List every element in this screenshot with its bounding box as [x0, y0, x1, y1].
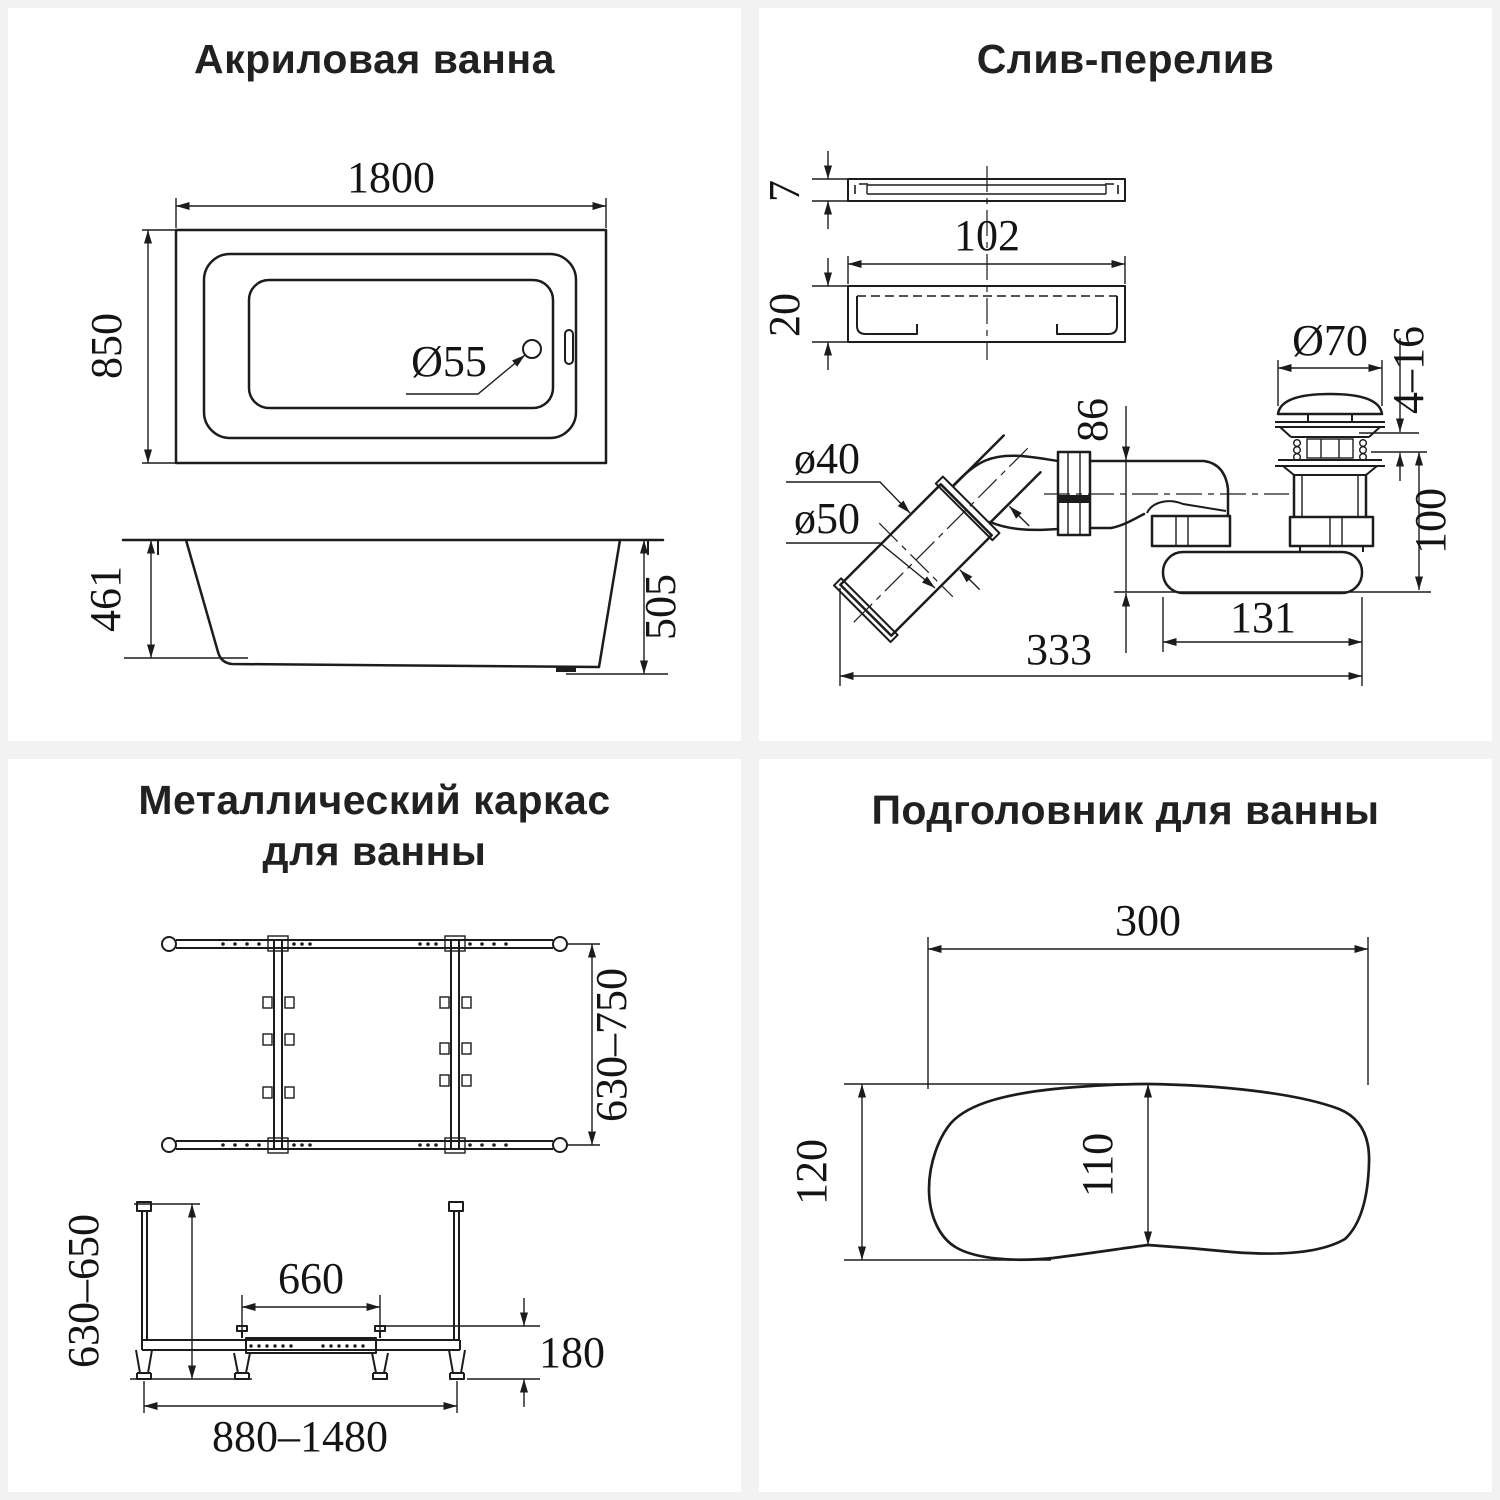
drain-leader-line: [406, 354, 526, 395]
dim-plate-height-group: 20: [760, 258, 848, 370]
dim-drain-diameter: Ø55: [411, 337, 487, 386]
dim-plate-thickness: 7: [760, 180, 809, 202]
dim-plate-thickness-group: 7: [760, 151, 848, 229]
trap-body: [1161, 550, 1364, 595]
popup-drain-cap: [1275, 392, 1385, 552]
frame-top-view: [161, 935, 568, 1154]
dim-width-range: 630–750: [587, 968, 636, 1122]
bathtub-drawing: Ø55 1800 850 461: [81, 153, 685, 675]
dim-height-range: 630–650: [59, 1214, 108, 1368]
dim-headrest-width: 300: [1115, 896, 1181, 945]
bathtub-top-view: Ø55: [174, 228, 608, 465]
tub-basin: [247, 278, 555, 410]
dim-headrest-inner-height: 110: [1073, 1133, 1122, 1197]
dim-headrest-inner-height-group: 110: [1073, 1084, 1152, 1245]
dim-outer-height: 505: [636, 574, 685, 640]
dim-total-length-group: 333: [839, 588, 1362, 686]
dim-inner-depth: 461: [81, 566, 130, 632]
dim-trap-length: 131: [1230, 593, 1296, 642]
frame-pins: [236, 1325, 386, 1338]
headrest-drawing: 300 120 110: [787, 896, 1371, 1262]
dim-body-height: 100: [1406, 488, 1455, 554]
elbow-pipe: [951, 450, 1289, 537]
dim-plate-length: 102: [954, 211, 1020, 260]
dim-total-length: 333: [1026, 625, 1092, 674]
drain-drawing: 7 102 20: [760, 151, 1455, 686]
dim-cap-diameter: Ø70: [1292, 316, 1368, 365]
overflow-slot: [564, 329, 574, 365]
dim-length: 1800: [347, 153, 435, 202]
frame-side-holes: [249, 1344, 365, 1348]
pipe-labels: ø40 ø50: [786, 434, 936, 589]
dim-width: 850: [82, 313, 131, 379]
headrest-outline: [927, 1082, 1371, 1262]
dim-height-group: 505: [566, 540, 685, 675]
panel-headrest: Подголовник для ванны 300 120 110: [759, 759, 1492, 1492]
tub-inner-rim: [202, 252, 578, 440]
dim-headrest-height-group: 120: [787, 1083, 1151, 1261]
angled-pipe: [833, 434, 1042, 643]
panel-bathtub: Акриловая ванна Ø55 1800 850: [8, 8, 741, 741]
dim-trap-length-group: 131: [1162, 593, 1363, 686]
frame-joint-plates: [267, 935, 466, 1154]
dim-body-height-group: 100: [1406, 452, 1455, 590]
frame-drawing: 630–750: [59, 935, 636, 1461]
trap-inlet-nut: [1150, 514, 1232, 548]
frame-title-line1: Металлический каркас: [138, 777, 611, 823]
dim-cap-range-group: 4–16: [1359, 326, 1433, 481]
dim-headrest-height: 120: [787, 1139, 836, 1205]
dim-pipe-sleeve: ø50: [794, 494, 860, 543]
dim-leg-height: 180: [539, 1328, 605, 1377]
dim-length-range-group: 880–1480: [143, 1381, 458, 1461]
dim-pipe-outer: ø40: [794, 434, 860, 483]
dim-headrest-width-group: 300: [927, 896, 1369, 1089]
dim-depth-group: 461: [81, 540, 248, 659]
cap-nut: [1288, 515, 1375, 548]
dim-width-range-group: 630–750: [568, 943, 636, 1146]
dim-overflow-drop-group: 86: [1068, 398, 1130, 653]
frame-title: Металлический каркас для ванны: [8, 775, 741, 878]
headrest-title: Подголовник для ванны: [871, 787, 1380, 833]
frame-side-view: [135, 1201, 466, 1380]
dim-overflow-drop: 86: [1068, 398, 1117, 442]
frame-legs: [135, 1349, 466, 1380]
frame-title-line2: для ванны: [262, 828, 487, 875]
bathtub-side-view: [121, 538, 665, 672]
dim-length-group: 1800: [175, 153, 607, 228]
dim-center-section: 660: [278, 1254, 344, 1303]
frame-brackets: [262, 996, 472, 1099]
dim-center-section-group: 660: [241, 1254, 381, 1331]
frame-rail-holes: [221, 942, 508, 1147]
overflow-plate-front: [847, 166, 1126, 360]
dim-height-range-group: 630–650: [59, 1203, 252, 1380]
dim-length-range: 880–1480: [212, 1412, 388, 1461]
dim-plate-length-group: 102: [847, 211, 1126, 284]
dim-cap-diameter-group: Ø70: [1277, 316, 1383, 406]
dim-leg-height-group: 180: [384, 1298, 605, 1407]
dim-cap-range: 4–16: [1384, 326, 1433, 414]
drain-hole: [522, 339, 542, 359]
drain-stub: [556, 667, 576, 672]
bathtub-title: Акриловая ванна: [193, 36, 555, 82]
panel-drain: Слив-перелив 7 1: [759, 8, 1492, 741]
dim-width-group: 850: [82, 229, 176, 464]
dim-plate-height: 20: [760, 293, 809, 337]
panel-frame: Металлический каркас для ванны: [8, 759, 741, 1492]
tub-outer-rim: [174, 228, 608, 465]
drain-title: Слив-перелив: [976, 36, 1275, 82]
